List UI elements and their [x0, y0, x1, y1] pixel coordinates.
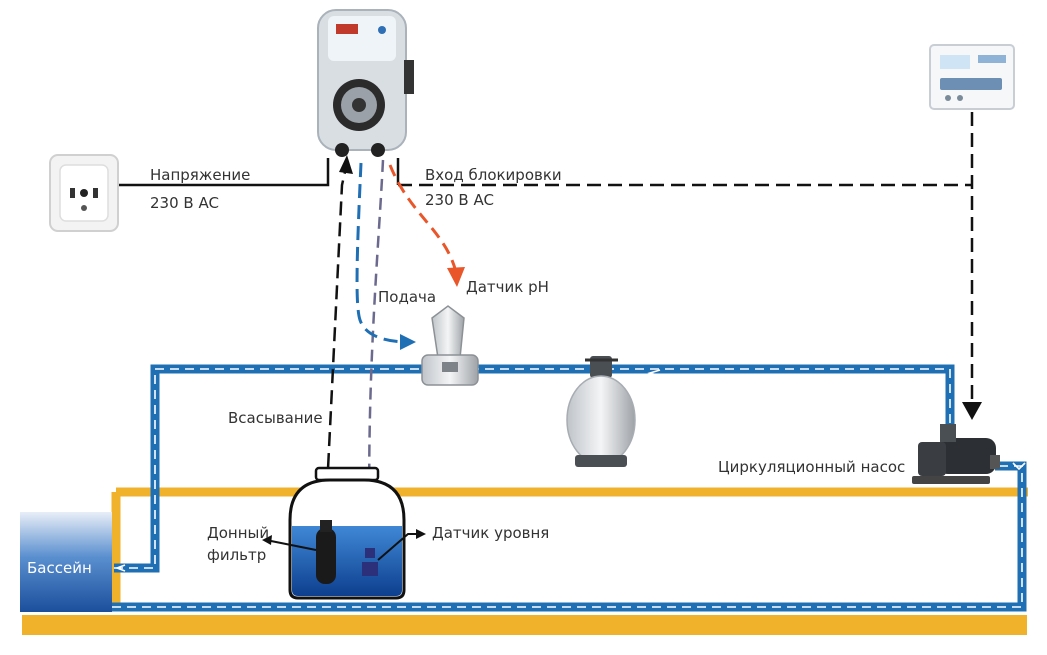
chemical-tank-icon — [288, 466, 406, 600]
wall-socket-icon — [49, 154, 119, 232]
pool — [20, 512, 112, 612]
ph-probe-holder-icon — [421, 305, 479, 386]
circulation-pump-label: Циркуляционный насос — [718, 458, 905, 476]
lock-input-label-line2: 230 В AC — [425, 191, 494, 209]
bottom-filter-pointer — [265, 539, 317, 551]
pipe-loop — [112, 364, 1027, 612]
level-sensor-pointer — [377, 533, 418, 561]
lock-input-label-line1: Вход блокировки — [425, 166, 562, 184]
feed-label: Подача — [378, 288, 436, 306]
voltage-label-line1: Напряжение — [150, 166, 250, 184]
voltage-label-line2: 230 В AC — [150, 194, 219, 212]
ph-signal-line — [388, 164, 458, 273]
lock-input-line — [396, 112, 982, 420]
feed-line — [355, 162, 409, 344]
sand-filter-icon — [566, 356, 636, 467]
bottom-filter-label-line2: фильтр — [207, 546, 266, 564]
circulation-pump-icon — [912, 424, 1000, 484]
suction-label: Всасывание — [228, 409, 323, 427]
level-sensor-icon — [362, 548, 378, 576]
pool-outline — [22, 487, 1028, 635]
bottom-filter-icon — [316, 520, 336, 584]
ph-sensor-label: Датчик pH — [466, 278, 549, 296]
level-sensor-label: Датчик уровня — [432, 524, 549, 542]
power-line — [118, 158, 330, 187]
peristaltic-dosing-pump-icon — [317, 9, 414, 157]
pool-controller-icon — [929, 44, 1015, 110]
pool-label: Бассейн — [27, 559, 92, 577]
bottom-filter-label-line1: Донный — [207, 524, 269, 542]
